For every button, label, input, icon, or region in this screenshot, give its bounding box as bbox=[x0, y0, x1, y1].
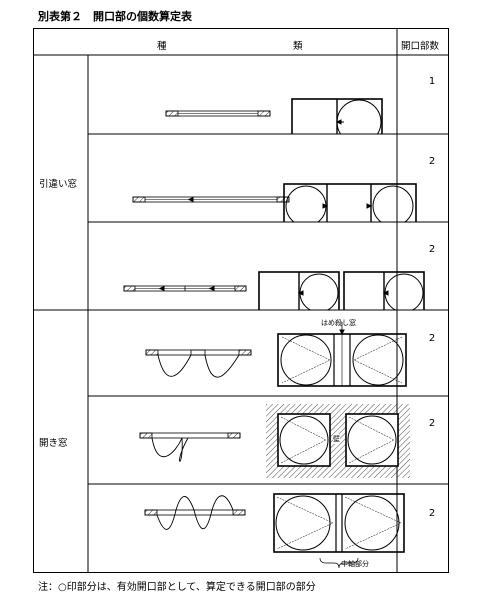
row-count: 2 bbox=[428, 333, 436, 344]
footnote: 注：○印部分は、有効開口部として、算定できる開口部の部分 bbox=[38, 582, 316, 593]
row-count: 2 bbox=[428, 156, 436, 167]
table-title: 別表第２ 開口部の個数算定表 bbox=[38, 10, 192, 23]
header-kind-a: 種 bbox=[157, 41, 167, 52]
sliding-window-4-panel-figure bbox=[88, 222, 431, 310]
casement-with-mullion-figure: 中軸部分 bbox=[88, 484, 431, 573]
fixed-window-label: はめ殺し窓 bbox=[321, 319, 356, 327]
group-casement-window: 開き窓 bbox=[39, 438, 68, 449]
opening-count-table: 種 類 開口部数 引違い窓 開き窓 1 2 2 2 2 2 bbox=[33, 28, 449, 573]
header-kind-b: 類 bbox=[293, 41, 303, 52]
mullion-label: 中軸部分 bbox=[341, 560, 369, 568]
wall-label: 壁 bbox=[333, 434, 340, 444]
group-sliding-window: 引違い窓 bbox=[39, 179, 78, 190]
casement-with-fixed-window-figure: はめ殺し窓 bbox=[88, 310, 431, 396]
table-grid bbox=[33, 28, 449, 573]
sliding-window-3-panel-figure bbox=[88, 134, 431, 222]
row-count: 2 bbox=[428, 244, 436, 255]
header-count: 開口部数 bbox=[401, 41, 440, 52]
row-count: 2 bbox=[428, 418, 436, 429]
casement-with-wall-figure: 壁 bbox=[88, 396, 431, 484]
row-count: 2 bbox=[428, 508, 436, 519]
sliding-window-2-panel-figure bbox=[88, 55, 431, 134]
row-count: 1 bbox=[428, 76, 436, 87]
